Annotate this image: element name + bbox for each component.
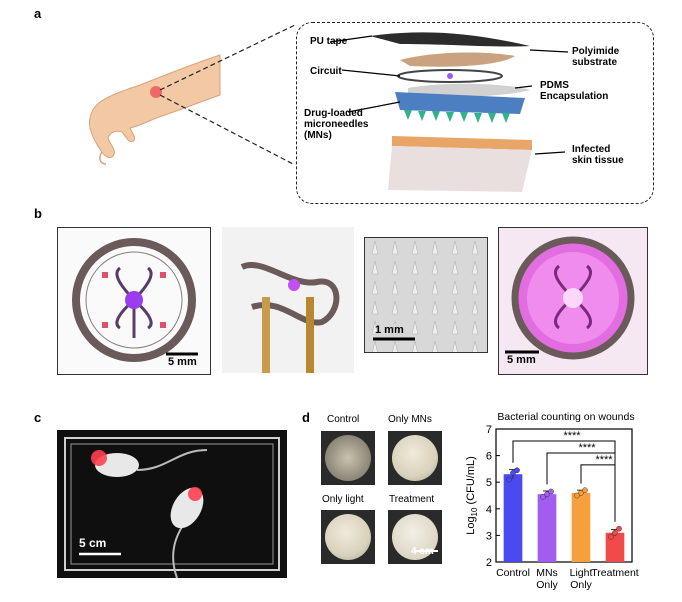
x-tick-label: Control (496, 567, 530, 579)
pdms-layer (408, 83, 530, 97)
data-point (616, 525, 622, 532)
pu-tape-layer (370, 32, 530, 47)
mice-cage-photo: 5 cm (57, 430, 287, 578)
bar-2 (571, 492, 591, 562)
data-point (578, 490, 584, 496)
label-polyimide-substrate: Polyimide substrate (572, 46, 620, 68)
device-exploded-illustration (329, 32, 569, 192)
label-microneedles: Drug-loaded microneedles (MNs) (304, 108, 369, 141)
bar-0 (503, 474, 523, 562)
y-tick-label: 3 (486, 530, 492, 542)
scale-bar-5mm-2: 5 mm (507, 354, 536, 366)
exploded-view-box (296, 22, 654, 204)
scale-bar-5mm-1: 5 mm (168, 356, 197, 368)
polyimide-layer (400, 52, 515, 67)
label-pu-tape: PU tape (310, 36, 348, 47)
microneedle-array-photo: 1 mm (364, 237, 488, 353)
y-tick-label: 6 (486, 451, 492, 463)
microneedle-tips (404, 110, 510, 123)
panel-a-letter: a (34, 6, 42, 21)
data-point (544, 491, 550, 497)
label-circuit: Circuit (310, 66, 342, 77)
glowing-device-photo: 5 mm (498, 227, 648, 375)
device-photo: 5 mm (57, 227, 211, 375)
skin-tissue-block (388, 146, 532, 192)
skin-top (392, 136, 532, 150)
dish-label-control: Control (327, 414, 360, 425)
significance-bracket (580, 464, 616, 522)
label-infected-skin: Infected skin tissue (572, 144, 624, 166)
bent-device-photo (222, 227, 354, 373)
data-point (506, 476, 512, 483)
data-point (608, 533, 614, 540)
dish-label-only-mns: Only MNs (388, 414, 432, 425)
data-point (574, 492, 580, 499)
petri-dish-only-mns (388, 431, 442, 485)
data-point (510, 470, 516, 476)
panel-c-letter: c (34, 410, 42, 425)
petri-dish-control (321, 431, 375, 485)
significance-label: **** (563, 430, 581, 442)
data-point (582, 487, 588, 493)
bar-3 (605, 532, 625, 562)
dish-scale-bar: 4 cm (411, 546, 434, 557)
plot-frame (495, 428, 633, 563)
scale-bar-5cm: 5 cm (79, 536, 107, 550)
bar-1 (537, 494, 557, 562)
y-axis-label: Log10 (CFU/mL) (465, 456, 479, 535)
y-tick-label: 5 (486, 477, 492, 489)
significance-label: **** (578, 442, 596, 454)
bacterial-count-chart: Bacterial counting on wounds 2 3 4 5 6 7Log10… (465, 411, 639, 591)
y-tick-label: 2 (486, 557, 492, 569)
y-tick-label: 4 (486, 504, 492, 516)
data-point (514, 467, 520, 474)
chart-title: Bacterial counting on wounds (497, 411, 634, 423)
panel-d-letter: d (302, 410, 310, 425)
data-point (612, 529, 618, 536)
petri-dish-treatment (388, 510, 442, 564)
y-tick-label: 7 (486, 424, 492, 436)
x-tick-label: Treatment (591, 567, 639, 579)
significance-label: **** (595, 454, 613, 466)
scale-bar-1mm: 1 mm (375, 324, 404, 336)
zoom-lines (159, 24, 296, 166)
microneedle-base (395, 92, 525, 114)
hand-illustration (89, 54, 221, 165)
dish-label-only-light: Only light (322, 494, 364, 505)
data-point (540, 494, 546, 500)
petri-dish-only-light (321, 510, 375, 564)
dish-label-treatment: Treatment (389, 494, 435, 505)
data-point (548, 488, 554, 495)
label-pdms-encapsulation: PDMS Encapsulation (540, 80, 609, 102)
panel-b-letter: b (34, 206, 42, 221)
wound-spot (150, 86, 162, 98)
